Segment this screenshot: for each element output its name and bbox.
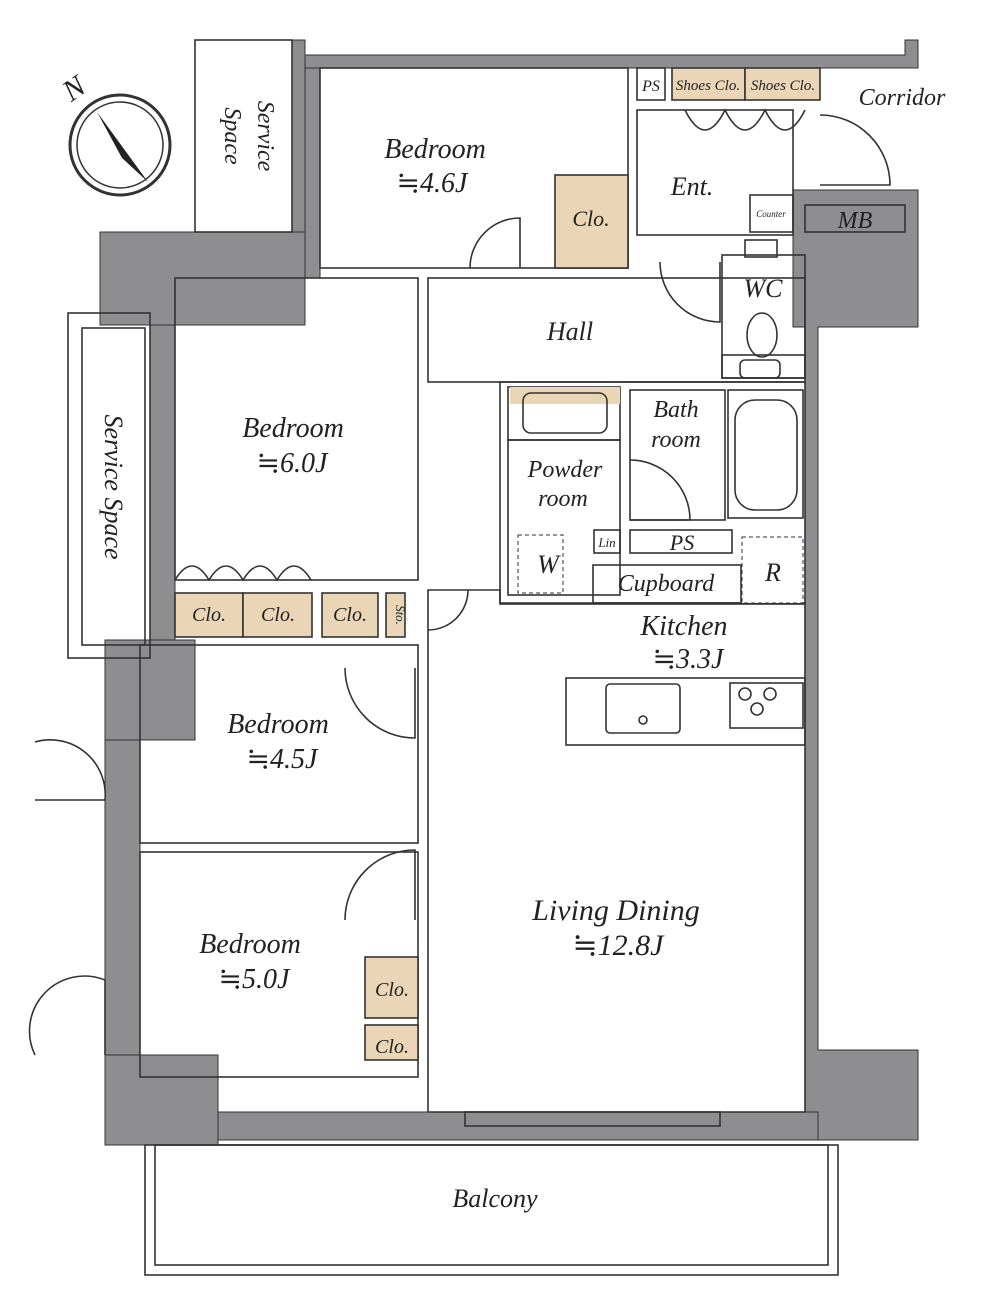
wc-label: WC	[744, 274, 784, 303]
bedroom-5-name: Bedroom	[199, 929, 301, 960]
kitchen-size: ≒3.3J	[653, 644, 725, 675]
service-space-top-label-2: Space	[219, 107, 245, 165]
cupboard	[592, 564, 742, 604]
mb-label: MB	[837, 208, 873, 234]
closets	[174, 67, 821, 1061]
entrance-floor	[636, 109, 794, 236]
service-space-top	[194, 39, 293, 233]
living-floor	[427, 589, 806, 1113]
sto-label: Sto.	[393, 605, 408, 625]
sink-icon	[605, 683, 681, 734]
living-name: Living Dining	[531, 894, 700, 927]
wc-sink-icon	[744, 239, 778, 258]
clo-label: Clo.	[375, 979, 409, 1001]
bedroom-45-size: ≒4.5J	[247, 744, 319, 775]
living-size: ≒12.8J	[573, 929, 666, 962]
toilet-icon	[746, 312, 778, 358]
counter	[749, 194, 794, 233]
bathtub-icon	[734, 399, 798, 511]
hall-label: Hall	[546, 317, 593, 346]
bedroom-6-name: Bedroom	[242, 413, 344, 444]
bedroom-6-size: ≒6.0J	[257, 448, 329, 479]
compass-icon: N	[56, 68, 172, 197]
corridor-label: Corridor	[859, 85, 946, 111]
bedroom-45-name: Bedroom	[227, 709, 329, 740]
counter-label: Counter	[756, 209, 786, 219]
clo-label: Clo.	[572, 206, 609, 231]
room-labels: Bedroom ≒4.6J Bedroom ≒6.0J Bedroom ≒4.5…	[99, 78, 946, 1213]
balcony-window	[464, 1111, 721, 1127]
powder-label-1: Powder	[527, 457, 603, 483]
clo-label: Clo.	[375, 1036, 409, 1058]
clo-label: Clo.	[261, 604, 295, 626]
washer-label: W	[537, 550, 561, 579]
bedroom-top-size: ≒4.6J	[397, 168, 469, 199]
powder-label-2: room	[538, 486, 588, 512]
ps-kitchen	[629, 529, 733, 554]
balcony-label: Balcony	[452, 1184, 538, 1213]
linen-closet	[593, 529, 621, 554]
door-swings	[28, 108, 891, 1056]
ps-mid-label: PS	[669, 530, 694, 555]
meter-box	[804, 204, 906, 233]
bath-label-1: Bath	[653, 397, 698, 423]
lin-label: Lin	[597, 535, 615, 550]
fridge-label: R	[764, 558, 781, 587]
entrance-label: Ent.	[670, 172, 714, 201]
washer-space	[517, 534, 564, 594]
walls	[99, 39, 919, 1146]
bath-door-swing	[629, 459, 691, 521]
kitchen-counter	[565, 677, 806, 746]
clo-label: Clo.	[333, 604, 367, 626]
service-space-top-label-1: Service	[252, 101, 278, 172]
kitchen-name: Kitchen	[639, 611, 727, 642]
toilet-tank-icon	[739, 359, 781, 379]
bedroom-45-floor	[139, 644, 419, 844]
service-space-left-label: Service Space	[99, 414, 128, 559]
bedroom-top-floor	[319, 67, 629, 269]
bedroom-top-name: Bedroom	[384, 134, 486, 165]
bath-label-2: room	[651, 427, 701, 453]
bedroom-5-size: ≒5.0J	[219, 964, 291, 995]
clo-label: Clo.	[192, 604, 226, 626]
ps-top-label: PS	[641, 78, 660, 95]
svg-text:N: N	[56, 68, 94, 108]
cupboard-label: Cupboard	[618, 571, 715, 597]
fridge-space	[741, 536, 804, 604]
washbasin-icon	[522, 392, 608, 434]
shoes-clo-2-label: Shoes Clo.	[751, 78, 815, 94]
bedroom-6-floor	[174, 277, 419, 581]
shoes-clo-1-label: Shoes Clo.	[676, 78, 740, 94]
service-space-left	[81, 327, 146, 646]
stove-icon	[729, 682, 804, 729]
